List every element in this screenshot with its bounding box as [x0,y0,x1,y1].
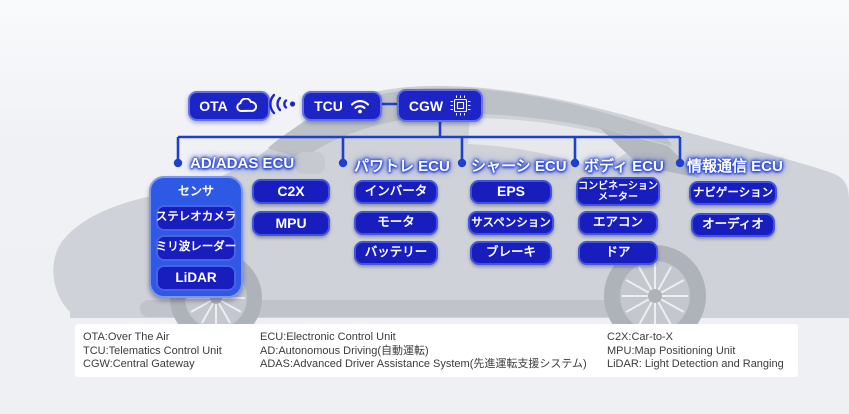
cgw-node: CGW [397,89,483,122]
branch-label-infocomm: 情報通信 ECU [687,158,783,175]
module-aircon: エアコン [578,211,658,235]
radio-waves-icon [268,92,298,116]
tcu-node: TCU [302,91,382,121]
cgw-label: CGW [408,97,444,114]
sensor-lidar: LiDAR [156,265,236,291]
module-navigation: ナビゲーション [689,181,777,205]
module-suspension: サスペンション [468,211,554,235]
front-wheel [604,245,706,347]
legend-panel: OTA:Over The Air TCU:Telematics Control … [75,324,798,377]
sensor-mmwave-radar: ミリ波レーダー [156,235,236,261]
legend-line: ECU:Electronic Control Unit [260,331,396,343]
module-audio: オーディオ [691,213,775,237]
module-eps: EPS [470,180,552,204]
legend-line: CGW:Central Gateway [83,358,195,370]
legend-column-1: OTA:Over The Air TCU:Telematics Control … [83,331,222,372]
sensor-group: センサ ステレオカメラ ミリ波レーダー LiDAR [149,176,243,298]
module-brake: ブレーキ [470,241,552,265]
branch-label-powertrain: パワトレ ECU [354,158,450,175]
module-battery: バッテリー [354,241,438,265]
branch-label-ad-adas: AD/ADAS ECU [190,155,295,172]
module-mpu: MPU [252,211,330,236]
legend-line: OTA:Over The Air [83,331,170,343]
legend-line: ADAS:Advanced Driver Assistance System(先… [260,358,587,370]
module-inverter: インバータ [354,180,438,204]
legend-column-2: ECU:Electronic Control Unit AD:Autonomou… [260,331,587,372]
module-motor: モータ [354,211,438,235]
module-door: ドア [578,241,658,265]
legend-column-3: C2X:Car-to-X MPU:Map Positioning Unit Li… [607,331,784,372]
ota-node: OTA [188,91,270,121]
chip-icon [450,95,471,116]
module-c2x: C2X [252,179,330,204]
legend-line: LiDAR: Light Detection and Ranging [607,358,784,370]
sensor-stereo-camera: ステレオカメラ [156,205,236,231]
legend-line: AD:Autonomous Driving(自動運転) [260,344,429,357]
module-combination-meter: コンビネーション メーター [576,177,660,206]
sensor-group-title: センサ [177,184,214,198]
cloud-icon [235,98,259,114]
legend-line: C2X:Car-to-X [607,331,674,343]
ota-label: OTA [199,98,228,114]
tcu-label: TCU [314,98,343,114]
wifi-icon [350,99,370,114]
legend-line: TCU:Telematics Control Unit [83,344,222,357]
branch-label-chassis: シャーシ ECU [471,158,567,175]
branch-label-body: ボディ ECU [584,158,664,175]
legend-line: MPU:Map Positioning Unit [607,344,736,357]
